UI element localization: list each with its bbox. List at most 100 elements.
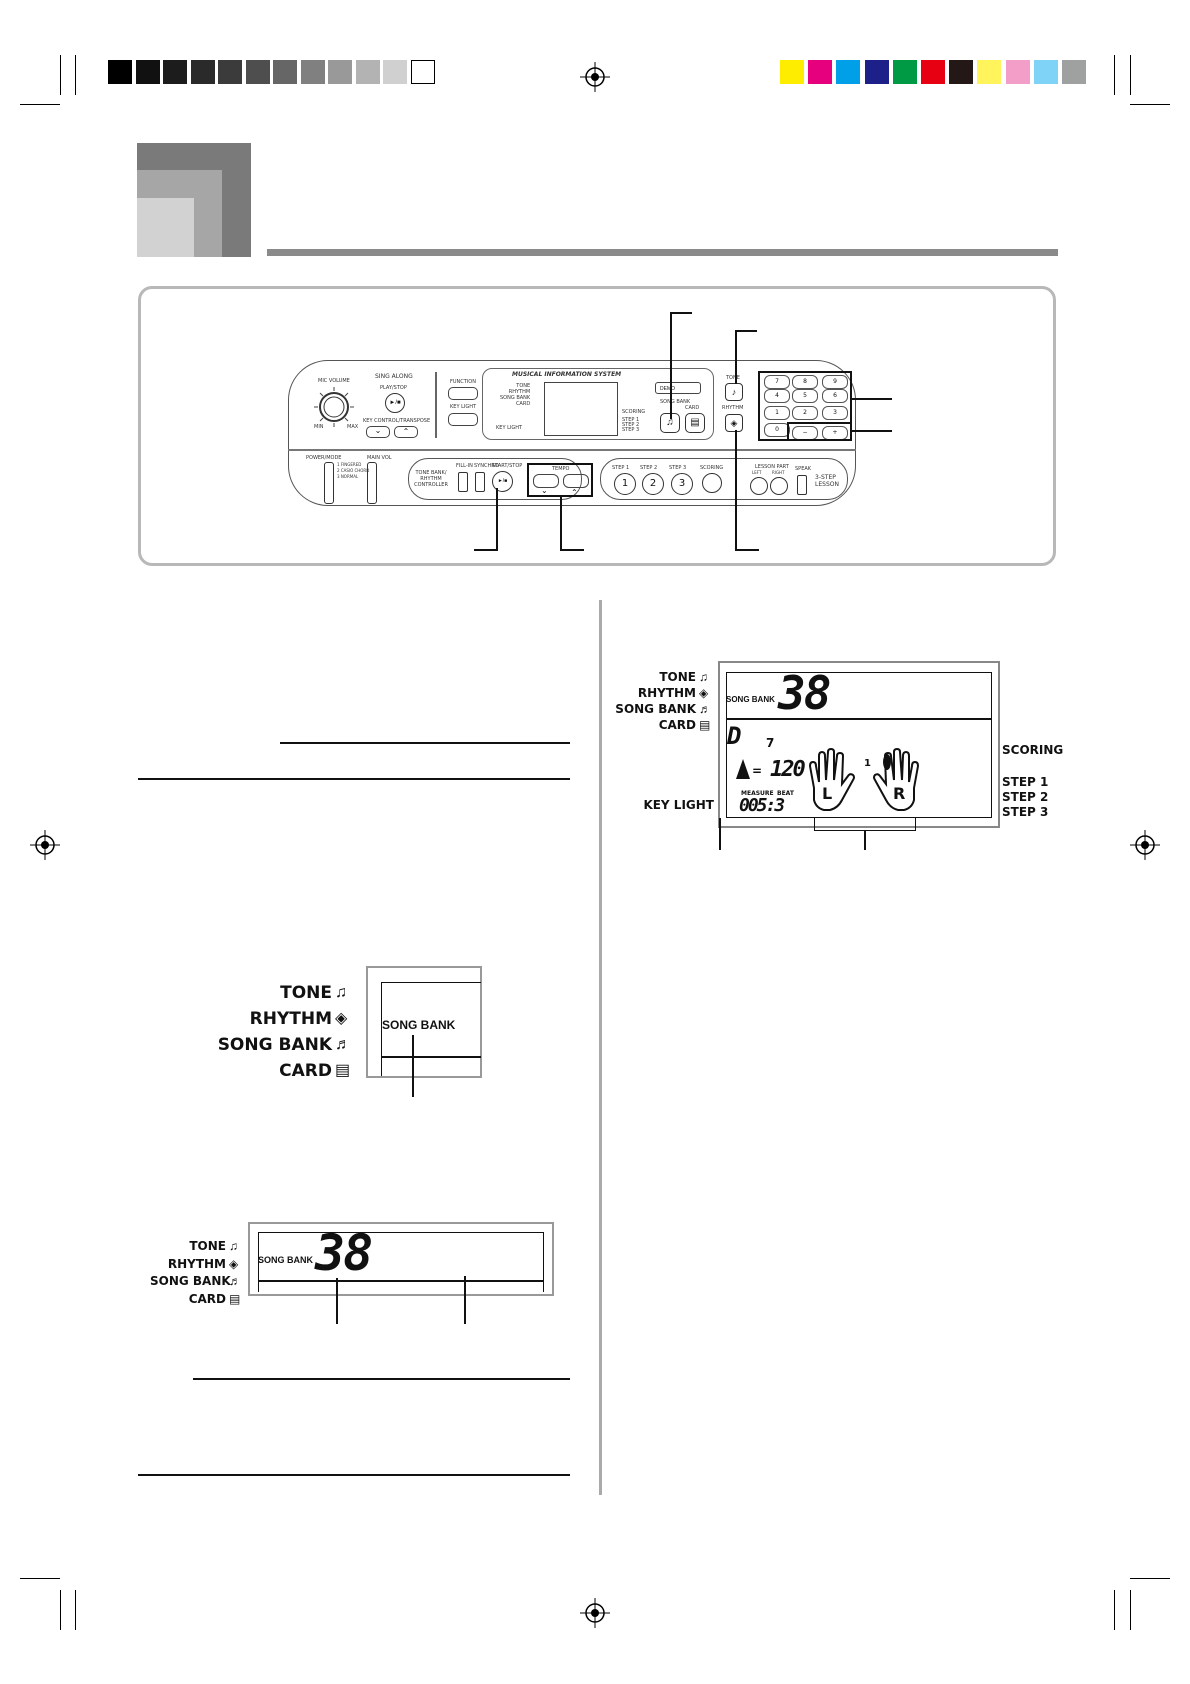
numpad-key[interactable]: 9: [822, 375, 848, 389]
lesson-part-label: LESSON PART: [755, 464, 789, 470]
color-swatch: [977, 60, 1002, 84]
ds-indicator: SONG BANK: [382, 1018, 456, 1032]
demo-button[interactable]: DEMO: [655, 382, 701, 394]
rhythm-panel-label: RHYTHM: [722, 405, 744, 411]
start-stop-label: START/STOP: [492, 463, 523, 469]
key-control-label: KEY CONTROL/TRANSPOSE: [363, 418, 431, 424]
tempo-up-button[interactable]: [563, 474, 589, 488]
mic-volume-label: MIC VOLUME: [318, 378, 350, 384]
scoring-button[interactable]: [702, 473, 722, 493]
numpad-key[interactable]: 4: [764, 389, 790, 403]
tempo-down-button[interactable]: [533, 474, 559, 488]
three-step-lesson-label: 3-STEP LESSON: [815, 474, 839, 488]
demo-label: DEMO: [660, 386, 675, 392]
scoring-panel-label: SCORING: [700, 465, 724, 471]
gray-swatch: [245, 60, 270, 84]
card-icon: ▤: [699, 718, 711, 732]
numpad-key[interactable]: 0: [764, 423, 790, 437]
key-control-down-button[interactable]: ⌄: [366, 426, 390, 438]
fill-in-button[interactable]: [458, 472, 468, 492]
numpad-key[interactable]: 7: [764, 375, 790, 389]
song-bank-icon: ♬: [699, 702, 711, 716]
start-stop-button[interactable]: ►/■: [492, 471, 513, 492]
sing-along-label: SING ALONG: [375, 373, 413, 380]
color-swatch: [1062, 60, 1086, 84]
display-mode-list: TONE RHYTHM SONG BANK CARD: [500, 383, 530, 407]
ds-lcd-frame: [366, 966, 482, 1078]
tone-button[interactable]: ♪: [725, 383, 743, 401]
numpad-key[interactable]: 2: [792, 406, 818, 420]
play-stop-symbol: ►/■: [389, 400, 401, 406]
step-button-label: STEP 1: [612, 465, 630, 471]
song-bank-panel-label: SONG BANK: [660, 399, 691, 405]
left-rule-4: [138, 1474, 570, 1476]
mode-song-bank: SONG BANK: [500, 395, 531, 401]
key-control-up-button[interactable]: ⌃: [394, 426, 418, 438]
gray-swatch: [108, 60, 132, 84]
mode-list: 1 FINGERED 2 CASIO CHORD 3 NORMAL: [337, 462, 369, 480]
color-swatch: [1033, 60, 1058, 84]
dl-lcd-frame: [718, 661, 1000, 828]
mic-volume-knob[interactable]: [312, 385, 356, 429]
key-light-button[interactable]: [448, 413, 478, 426]
speak-label: SPEAK: [795, 466, 812, 472]
lesson-right-button[interactable]: [770, 477, 788, 495]
play-stop-label: PLAY/STOP: [380, 385, 407, 391]
song-bank-icon: ♬: [335, 1036, 351, 1053]
gray-swatch: [300, 60, 325, 84]
main-vol-label: MAIN VOL: [367, 455, 392, 461]
ds-tone-label: TONE: [280, 983, 332, 1003]
mis-label: MUSICAL INFORMATION SYSTEM: [512, 371, 622, 378]
card-panel-label: CARD: [685, 405, 700, 411]
numpad-key[interactable]: 6: [822, 389, 848, 403]
numpad-key[interactable]: 5: [792, 389, 818, 403]
synchro-label: SYNCHRO: [474, 463, 499, 469]
ds-icons: ♫ ◈ ♬ ▤: [335, 980, 351, 1084]
dl-measure-beat: 005:3: [739, 795, 785, 816]
rhythm-icon: ◈: [335, 1010, 348, 1027]
ds-song-bank-label: SONG BANK: [217, 1035, 332, 1055]
function-label: FUNCTION: [450, 379, 476, 385]
mic-max-label: MAX: [347, 424, 359, 430]
numpad-key[interactable]: 1: [764, 406, 790, 420]
mode-list-1: 1 FINGERED: [337, 462, 362, 467]
key-light-label: KEY LIGHT: [450, 404, 477, 410]
lesson-left-label: LEFT: [752, 470, 762, 475]
dl-song-bank-label: SONG BANK: [615, 702, 696, 716]
tone-icon: ♫: [699, 670, 708, 684]
speak-button[interactable]: [797, 475, 807, 495]
ds-rhythm-label: RHYTHM: [249, 1009, 332, 1029]
card-icon: ▤: [229, 1291, 241, 1306]
sing-along-play-stop-button[interactable]: ►/■: [385, 393, 405, 413]
mode-list-2: 2 CASIO CHORD: [337, 468, 370, 473]
numpad-key[interactable]: 3: [822, 406, 848, 420]
song-bank-icon: ♬: [229, 1274, 241, 1288]
dl-tempo-eq: =: [752, 764, 763, 778]
start-stop-symbol: ►/■: [497, 478, 508, 484]
dl-rhythm-label: RHYTHM: [637, 686, 696, 700]
step-3-button[interactable]: 3: [671, 473, 693, 495]
dl-finger-num: 1: [864, 758, 871, 769]
dm-indicator: SONG BANK: [258, 1255, 314, 1265]
gray-swatch: [410, 60, 435, 84]
dl-steps: STEP 1 STEP 2 STEP 3: [1002, 775, 1048, 820]
dl-scoring-label: SCORING: [1002, 743, 1064, 757]
left-rule-3: [193, 1378, 570, 1380]
power-mode-slider[interactable]: [324, 462, 334, 504]
synchro-button[interactable]: [475, 472, 485, 492]
main-volume-slider[interactable]: [367, 462, 377, 504]
step-2-button[interactable]: 2: [642, 473, 664, 495]
right-hand-icon: [873, 748, 920, 811]
rhythm-icon: ◈: [229, 1256, 239, 1271]
numpad-key[interactable]: 8: [792, 375, 818, 389]
card-button[interactable]: ▤: [685, 413, 705, 433]
left-hand-icon: [808, 748, 855, 811]
dl-chord-sup: 7: [766, 736, 775, 750]
dl-card-label: CARD: [658, 718, 696, 732]
lesson-left-button[interactable]: [750, 477, 768, 495]
step-1-button[interactable]: 1: [614, 473, 636, 495]
tempo-up-icon: ⌃: [571, 488, 578, 497]
function-button[interactable]: [448, 387, 478, 400]
rhythm-button[interactable]: ◈: [725, 414, 743, 432]
panel-key-light-indicator: KEY LIGHT: [496, 425, 523, 431]
